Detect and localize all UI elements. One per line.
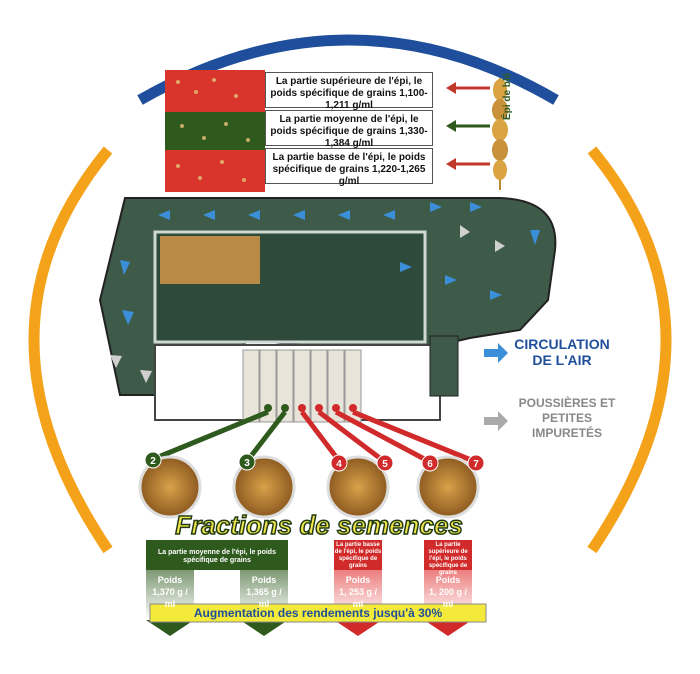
- badge-4: [330, 454, 348, 472]
- footer-text: Augmentation des rendements jusqu'à 30%: [194, 606, 443, 620]
- orange-arc-right: [587, 146, 672, 554]
- ear-arrows: [446, 82, 490, 170]
- badge-4-text: 4: [336, 459, 342, 470]
- fraction-tip-2: [240, 620, 288, 636]
- orange-arc-left: [28, 146, 113, 554]
- poids-1: Poids 1,370 g / ml: [146, 574, 194, 610]
- badge-2-text: 2: [150, 456, 156, 467]
- bin-markers: [264, 404, 357, 412]
- badge-3-text: 3: [244, 458, 250, 469]
- grain-hopper: [160, 236, 260, 284]
- badge-6-text: 6: [427, 459, 433, 470]
- poids-3-value: 1, 253 g / ml: [338, 587, 378, 609]
- wheat-ear-icon: [492, 78, 508, 190]
- badge-5: [376, 454, 394, 472]
- fraction-label-red2: La partie supérieure de l'épi, le poids …: [428, 542, 468, 576]
- ear-box-top: La partie supérieure de l'épi, le poids …: [265, 72, 433, 111]
- side-chute: [429, 335, 459, 397]
- poids-2-value: 1,365 g / ml: [246, 587, 282, 609]
- poids-2-label: Poids: [251, 575, 277, 585]
- ear-label: Épi de blé: [502, 72, 513, 120]
- fraction-band-red2: [424, 540, 472, 570]
- seed-panel-bottom: [165, 150, 265, 192]
- legend-dust: POUSSIÈRES ET PETITES IMPURETÉS: [518, 396, 616, 440]
- air-arrows: [120, 202, 540, 325]
- fraction-tip-3: [334, 620, 382, 636]
- seed-circles: [138, 455, 480, 519]
- poids-1-label: Poids: [157, 575, 183, 585]
- badge-5-text: 5: [382, 459, 388, 470]
- seed-panel-top: [165, 70, 265, 112]
- number-badges: [144, 451, 485, 472]
- poids-4-label: Poids: [435, 575, 461, 585]
- fraction-label-red1: La partie basse de l'épi, le poids spéci…: [334, 542, 382, 569]
- air-legend-arrow: [484, 343, 508, 363]
- poids-4-value: 1, 200 g / ml: [428, 587, 468, 609]
- footer-bar: [149, 603, 487, 623]
- poids-1-value: 1,370 g / ml: [152, 587, 188, 609]
- badge-3: [238, 453, 256, 471]
- leader-lines: [155, 409, 477, 465]
- legend-air: CIRCULATION DE L'AIR: [514, 336, 610, 368]
- poids-2: Poids 1,365 g / ml: [240, 574, 288, 610]
- badge-2: [144, 451, 162, 469]
- poids-3: Poids 1, 253 g / ml: [334, 574, 382, 610]
- fraction-band-red1: [334, 540, 382, 570]
- fractions-title: Fractions de semences: [175, 510, 463, 540]
- fraction-label-green: La partie moyenne de l'épi, le poids spé…: [158, 549, 276, 564]
- badge-6: [421, 454, 439, 472]
- dust-arrows: [110, 225, 505, 383]
- badge-7: [467, 454, 485, 472]
- fraction-band-green: [146, 540, 288, 570]
- seed-dots: [176, 78, 250, 182]
- poids-4: Poids 1, 200 g / ml: [424, 574, 472, 610]
- ear-box-bottom: La partie basse de l'épi, le poids spéci…: [265, 148, 433, 187]
- fraction-tip-1: [146, 620, 194, 636]
- ear-box-middle: La partie moyenne de l'épi, le poids spé…: [265, 110, 433, 149]
- poids-3-label: Poids: [345, 575, 371, 585]
- badge-7-text: 7: [473, 459, 479, 470]
- seed-panel-middle: [165, 112, 265, 150]
- fraction-tip-4: [424, 620, 472, 636]
- dust-legend-arrow: [484, 411, 508, 431]
- sorting-bins: [242, 349, 362, 423]
